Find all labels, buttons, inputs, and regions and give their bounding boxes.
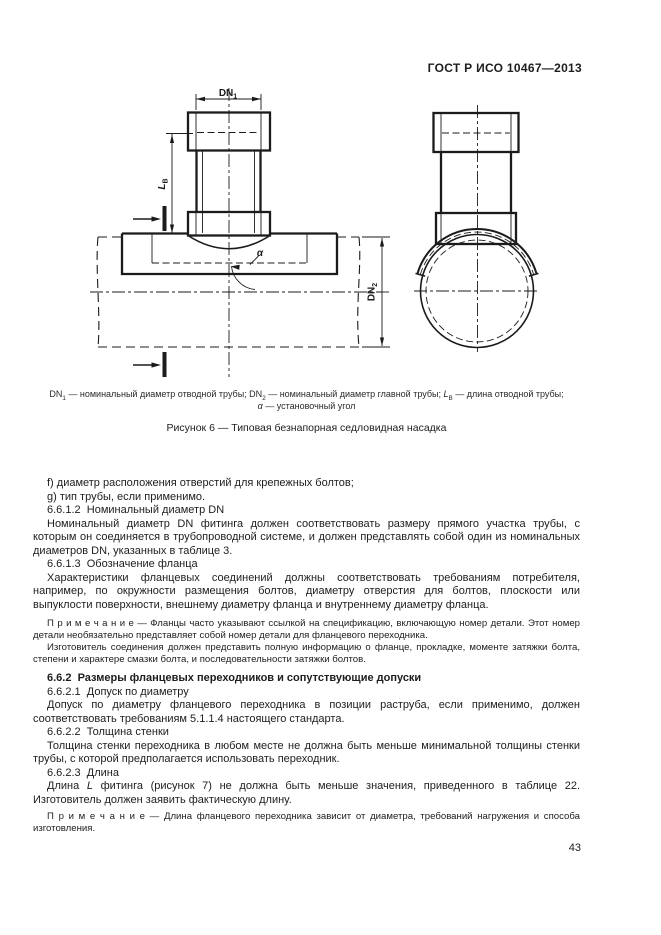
section-heading-6623: 6.6.2.3 Длина	[47, 766, 119, 779]
dim-label-dn2: DN2	[367, 283, 380, 301]
dimension-dn2: DN2	[362, 236, 390, 348]
paragraph-flange-designation: Характеристики фланцевых соединений долж…	[33, 571, 580, 611]
section-heading-6613: 6.6.1.3 Обозначение фланца	[47, 558, 198, 570]
section-heading-6622: 6.6.2.2 Толщина стенки	[47, 726, 169, 738]
dim-label-dn1: DN1	[219, 88, 237, 101]
note-manufacturer-info: Изготовитель соединения должен представи…	[33, 642, 580, 665]
section-heading-6612: 6.6.1.2 Номинальный диаметр DN	[47, 504, 225, 516]
standard-number-header: ГОСТ Р ИСО 10467—2013	[427, 61, 582, 75]
dimension-dn1: DN1	[195, 88, 262, 110]
note-length: П р и м е ч а н и е — Длина фланцевого п…	[33, 811, 580, 834]
paragraph-nominal-diameter: Номинальный диаметр DN фитинга должен со…	[33, 517, 580, 557]
pipe-outer-circle	[419, 233, 535, 349]
main-pipe-outline	[96, 236, 361, 348]
dim-label-alpha: α	[257, 248, 264, 259]
saddle-band	[415, 228, 539, 277]
legend-line-1: DN1 — номинальный диаметр отводной трубы…	[49, 389, 564, 402]
paragraph-wall-thickness: Толщина стенки переходника в любом месте…	[33, 739, 580, 766]
side-branch-socket	[432, 111, 520, 154]
dim-label-lb: LB	[157, 178, 170, 189]
figure-legend: DN1 — номинальный диаметр отводной трубы…	[33, 389, 580, 412]
list-item-f: f) диаметр расположения отверстий для кр…	[47, 477, 354, 489]
section-cut-upper	[133, 206, 167, 231]
figure-caption: Рисунок 6 — Типовая безнапорная седловид…	[166, 422, 447, 434]
paragraph-length: Длина L фитинга (рисунок 7) не должна бы…	[33, 780, 581, 806]
installation-angle: α	[230, 248, 264, 290]
section-heading-6621: 6.6.2.1 Допуск по диаметру	[47, 685, 189, 698]
section-heading-662: 6.6.2 Размеры фланцевых переходников и с…	[47, 672, 422, 684]
saddle-base	[120, 232, 339, 276]
legend-line-2: α — установочный угол	[257, 400, 356, 411]
side-view	[414, 105, 540, 352]
saddle-collar	[186, 210, 272, 237]
page-number: 43	[568, 842, 581, 854]
branch-socket	[186, 111, 272, 152]
list-item-g: g) тип трубы, если применимо.	[47, 490, 206, 503]
side-saddle-collar	[434, 211, 518, 246]
section-cut-lower	[133, 352, 167, 377]
note-flange-spec: П р и м е ч а н и е — Фланцы часто указы…	[33, 618, 580, 641]
pipe-inner-circle	[425, 239, 529, 343]
dimension-lb: LB	[157, 133, 193, 233]
paragraph-diameter-tolerance: Допуск по диаметру фланцевого переходник…	[33, 699, 580, 725]
front-view: DN1	[90, 88, 392, 377]
body-text: f) диаметр расположения отверстий для кр…	[33, 477, 580, 835]
